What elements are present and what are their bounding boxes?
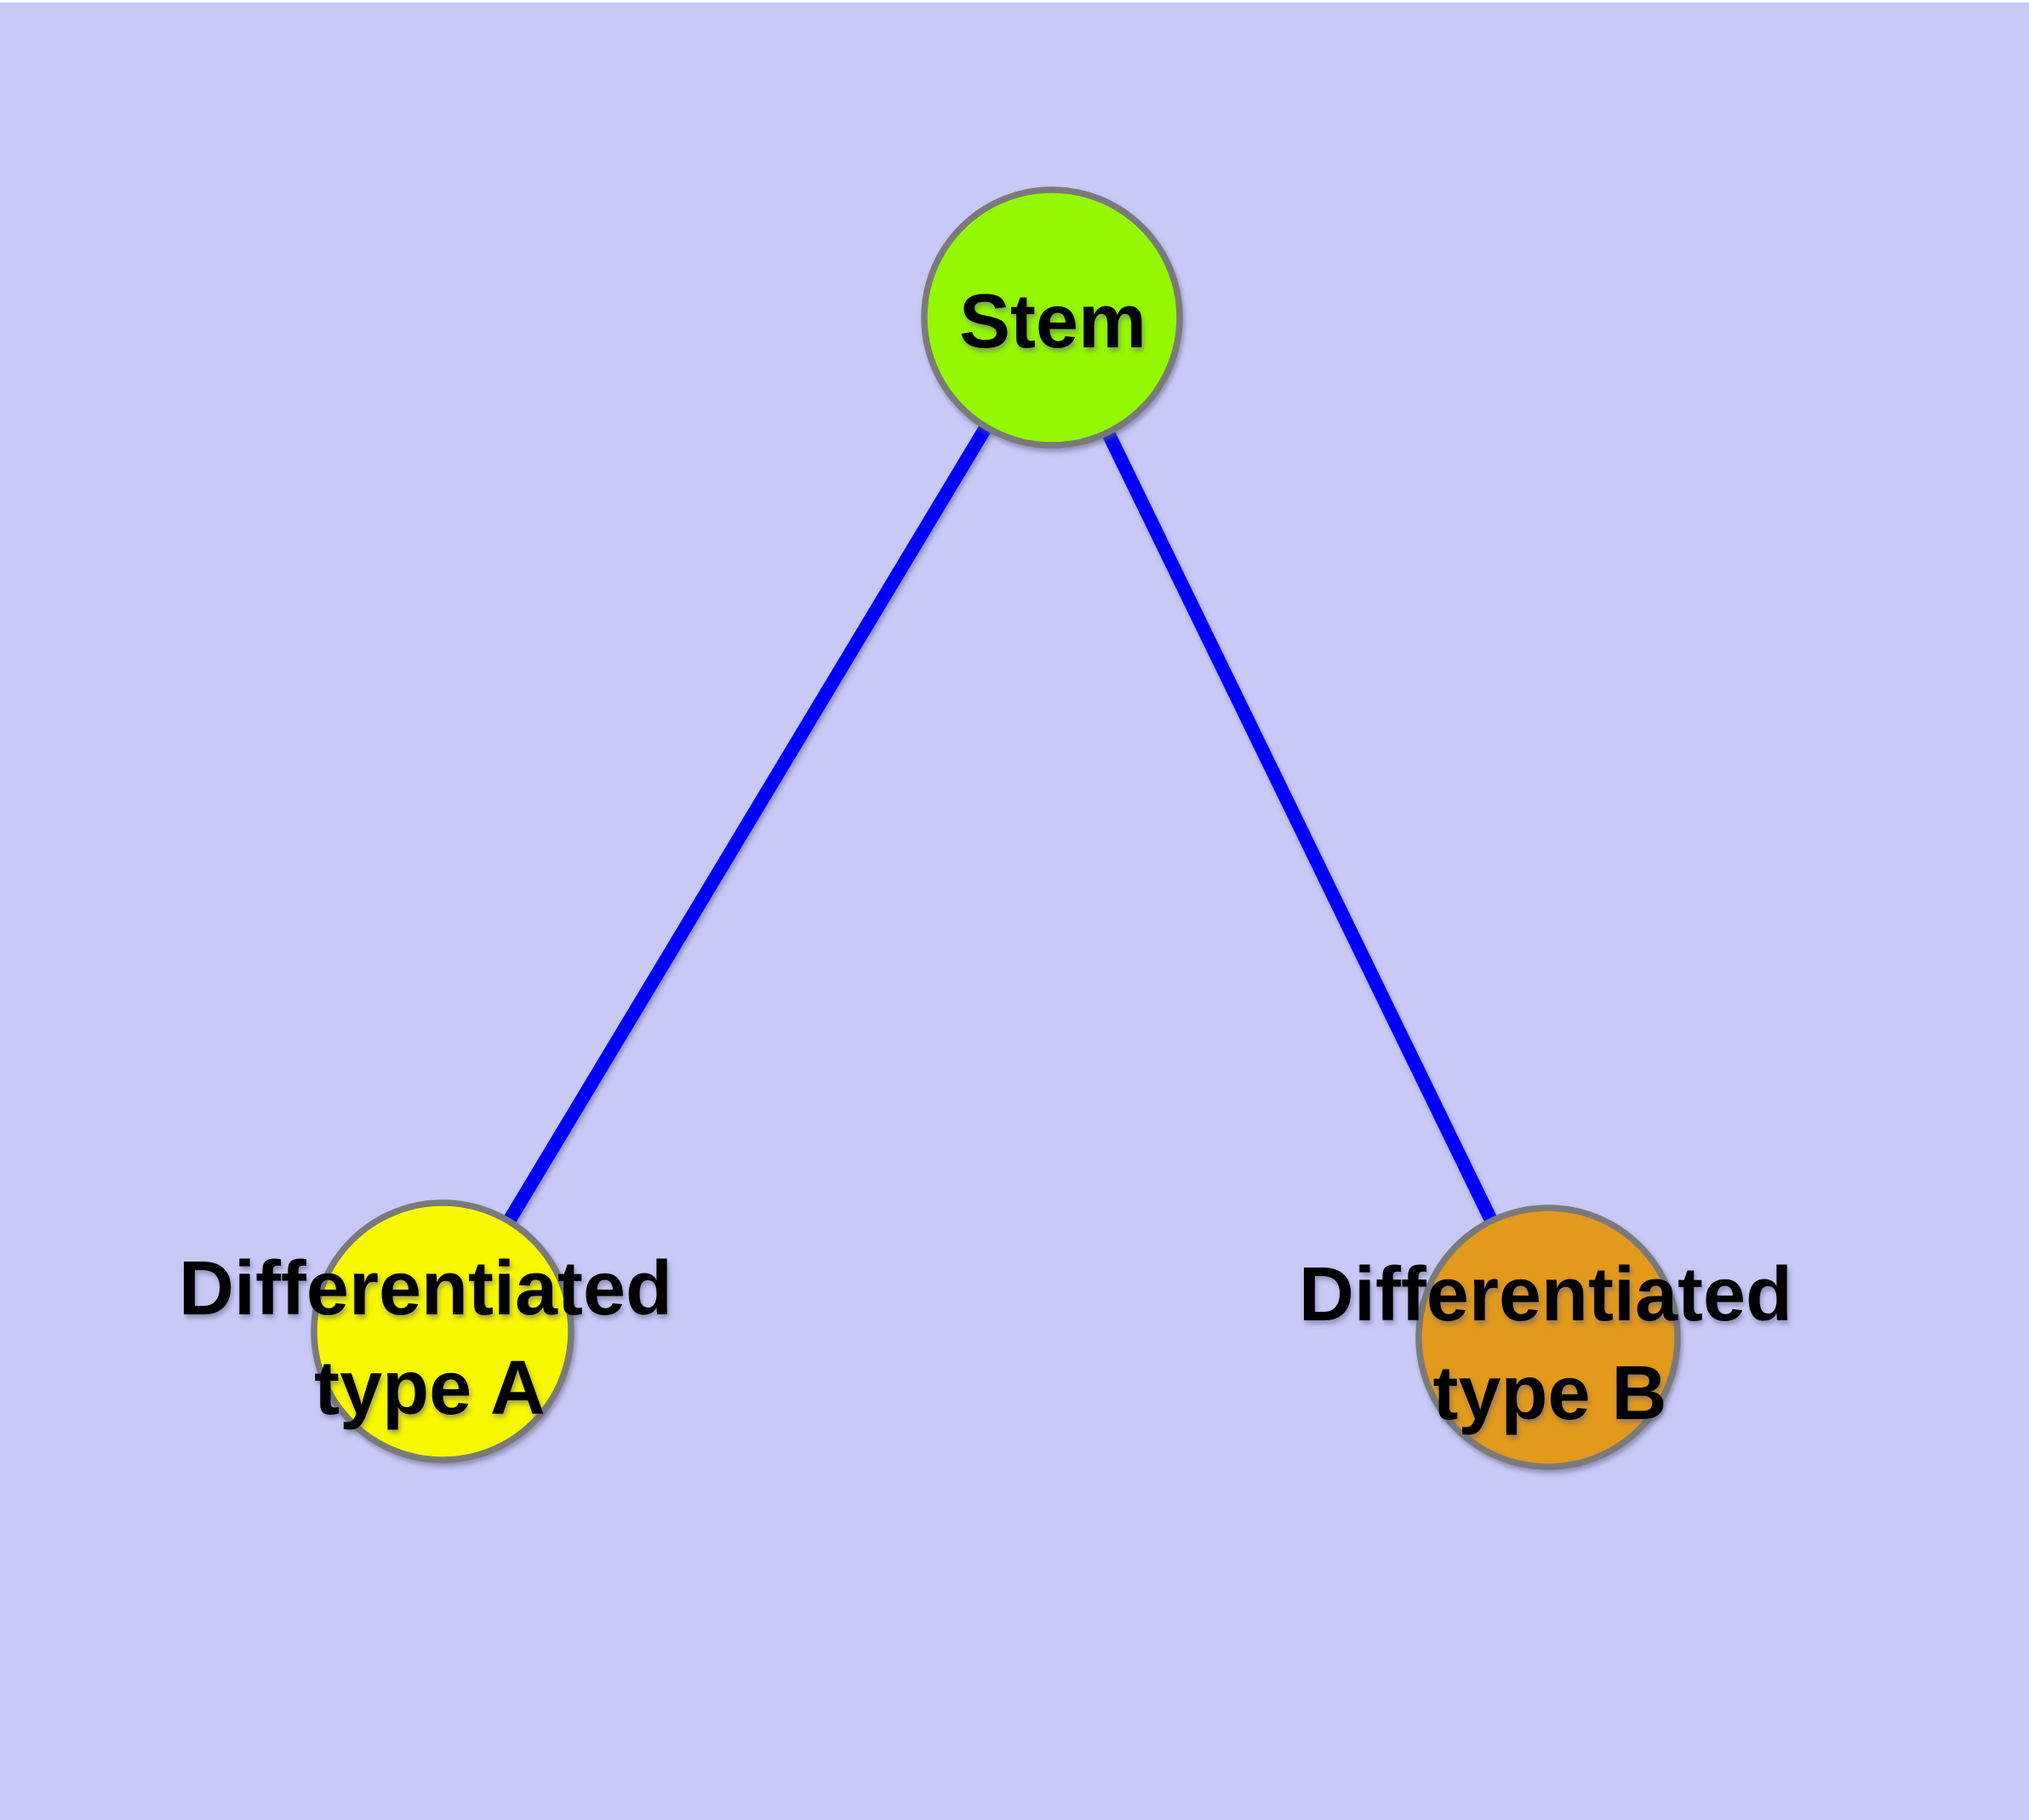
node-stem-label: Stem [959,279,1146,364]
node-type-a-label-line1: Differentiated [179,1246,672,1331]
node-stem-circle [921,186,1183,449]
node-type-b-label-line1: Differentiated [1299,1252,1792,1337]
node-type-b-label-line2: type B [1432,1351,1666,1436]
node-type-a-label-line2: type A [314,1346,546,1431]
edge-stem-to-type-b [1045,314,1555,1341]
node-type-b-circle [1415,1205,1681,1470]
node-stem: Stem [921,186,1183,449]
edge-stem-to-type-a [437,313,1058,1336]
node-type-a-circle [311,1199,574,1463]
node-differentiated-type-b: Differentiated type B [1299,1205,1792,1470]
node-differentiated-type-a: Differentiated type A [179,1199,672,1463]
